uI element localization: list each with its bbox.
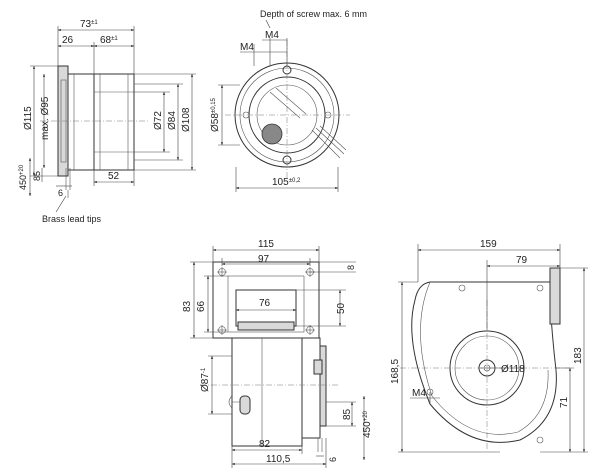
top-dim-110-5: 110,5 — [266, 454, 291, 465]
inlet-dim-168-5: 168,5 — [390, 359, 401, 384]
inlet-view-flange — [549, 267, 561, 325]
side-motor-block — [67, 73, 95, 171]
inlet-nozzle — [239, 395, 251, 415]
depth-of-screw-label: Depth of screw max. 6 mm — [260, 9, 367, 19]
volute-housing — [411, 281, 557, 443]
motor-side — [301, 337, 321, 439]
dim-6: 6 — [58, 188, 63, 198]
front-m4-left: M4 — [240, 42, 254, 53]
top-dim-97: 97 — [258, 254, 270, 265]
dim-d72: Ø72 — [153, 111, 164, 130]
dim-450: 450+20 — [18, 164, 28, 190]
top-view: 115 97 8 83 66 76 50 Ø87-1 — [182, 239, 373, 468]
inlet-dim-79: 79 — [516, 255, 528, 266]
dim-73: 73±1 — [80, 19, 98, 30]
top-dim-50: 50 — [336, 302, 347, 314]
dim-max-d95: max. Ø95 — [40, 96, 51, 140]
front-d58: Ø58±0,15 — [210, 97, 221, 132]
inlet-dim-d118: Ø118 — [501, 364, 525, 375]
dim-d84: Ø84 — [167, 111, 178, 130]
top-dim-115: 115 — [258, 239, 274, 250]
flange-holes — [217, 267, 315, 335]
blower-body — [231, 337, 303, 447]
top-dim-83: 83 — [182, 300, 193, 312]
top-dim-66: 66 — [196, 300, 207, 312]
inlet-dim-183: 183 — [573, 347, 584, 364]
front-capacitor — [261, 123, 283, 145]
front-view: Depth of screw max. 6 mm M4 M4 Ø58± — [210, 9, 367, 192]
top-dim-d87: Ø87-1 — [200, 367, 211, 392]
top-dim-450: 450+20 — [362, 410, 373, 438]
front-m4-right: M4 — [265, 30, 279, 41]
top-dim-76: 76 — [259, 298, 271, 309]
side-housing — [93, 73, 135, 171]
dim-52: 52 — [108, 171, 120, 182]
inlet-dim-159: 159 — [480, 239, 497, 250]
inlet-m4: M4 — [412, 388, 426, 399]
dim-26: 26 — [62, 35, 74, 46]
brass-lead-tips-label: Brass lead tips — [42, 214, 102, 224]
top-dim-85: 85 — [342, 408, 353, 420]
dim-85: 85 — [32, 171, 42, 181]
dim-68: 68±1 — [100, 35, 118, 46]
side-view: 73±1 26 68±1 Ø115 max. Ø95 450+20 85 6 Ø… — [18, 19, 196, 224]
dim-d108: Ø108 — [181, 107, 192, 132]
inlet-view: 159 79 168,5 183 71 Ø118 M4 — [390, 239, 588, 453]
top-dim-6: 6 — [328, 457, 338, 462]
front-dim-105: 105±0,2 — [272, 177, 301, 188]
dim-d115: Ø115 — [23, 106, 34, 130]
inlet-dim-71: 71 — [559, 396, 570, 408]
top-dim-82: 82 — [259, 439, 271, 450]
top-dim-8: 8 — [346, 265, 356, 270]
